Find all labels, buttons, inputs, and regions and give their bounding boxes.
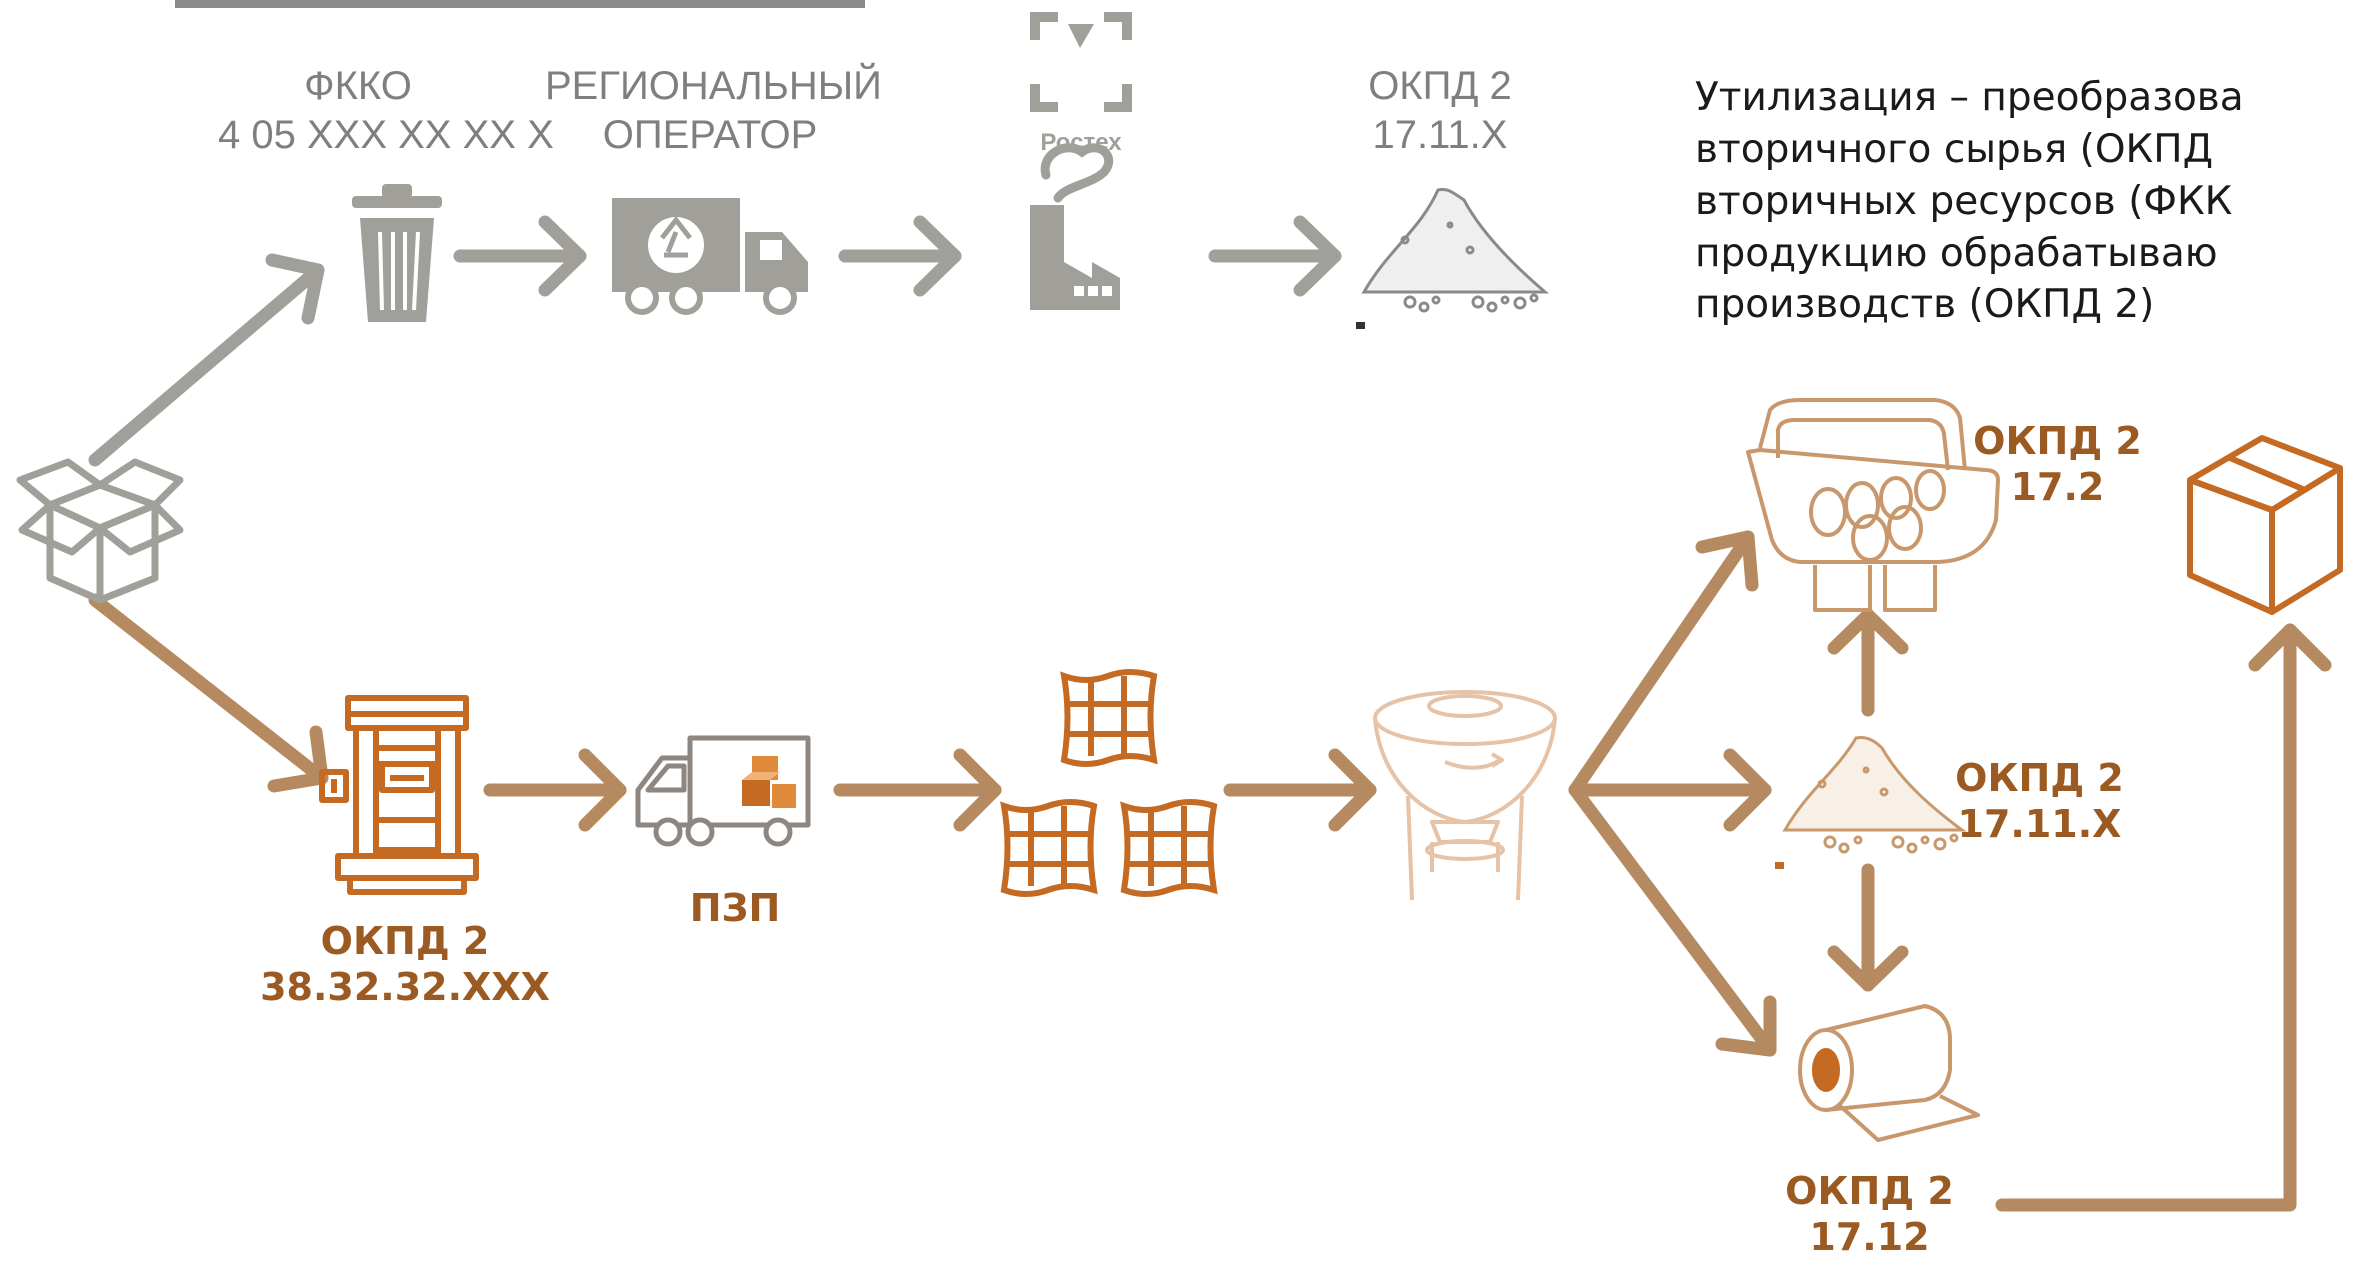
fkko-label: ФККО 4 05 XXX XX XX X bbox=[218, 62, 554, 160]
arrow-operator-to-rostec bbox=[838, 215, 962, 297]
fkko-title: ФККО bbox=[304, 64, 412, 108]
pulp-pile-icon bbox=[1361, 188, 1550, 313]
pulp-pile-icon bbox=[1782, 736, 1967, 854]
description-line-4: продукцию обрабатываю bbox=[1695, 230, 2218, 276]
pulp-okpd-title: ОКПД 2 bbox=[1955, 756, 2124, 800]
press-machine-icon bbox=[319, 695, 479, 895]
operator-label: РЕГИОНАЛЬНЫЙ ОПЕРАТОР bbox=[545, 62, 882, 160]
tray-okpd-title: ОКПД 2 bbox=[1973, 419, 2142, 463]
roll-okpd-code: 17.12 bbox=[1809, 1215, 1930, 1260]
rostec-factory-icon bbox=[1030, 143, 1120, 310]
truck-cargo-boxes-icon bbox=[742, 756, 796, 808]
roll-okpd-label: ОКПД 2 17.12 bbox=[1782, 1168, 1957, 1261]
tray-okpd-label: ОКПД 2 17.2 bbox=[1970, 418, 2145, 511]
arrow-rostec-to-pulp bbox=[1208, 215, 1342, 297]
paper-roll-icon bbox=[1798, 1004, 1980, 1142]
arrow-to-trash bbox=[88, 253, 325, 467]
utilization-description: Утилизация – преобразова вторичного сырь… bbox=[1695, 72, 2355, 331]
top-okpd-label: ОКПД 2 17.11.X bbox=[1340, 62, 1540, 160]
press-okpd-title: ОКПД 2 bbox=[320, 919, 490, 963]
arrow-roll-to-package bbox=[1995, 623, 2332, 1212]
top-okpd-title: ОКПД 2 bbox=[1368, 64, 1512, 108]
garbage-truck-icon bbox=[612, 198, 808, 315]
pulp-okpd-label: ОКПД 2 17.11.X bbox=[1952, 755, 2127, 848]
pzp-label: ПЗП bbox=[680, 885, 790, 931]
roll-okpd-title: ОКПД 2 bbox=[1785, 1169, 1954, 1213]
description-line-3: вторичных ресурсов (ФКК bbox=[1695, 178, 2233, 224]
press-okpd-code: 38.32.32.XXX bbox=[260, 965, 550, 1010]
arrow-pulper-to-roll bbox=[1568, 783, 1777, 1057]
arrow-pulp-to-tray bbox=[1827, 608, 1909, 717]
arrow-bales-to-pulper bbox=[1223, 748, 1377, 832]
pulper-icon bbox=[1373, 690, 1557, 901]
top-okpd-code: 17.11.X bbox=[1372, 112, 1508, 157]
operator-line2: ОПЕРАТОР bbox=[602, 112, 818, 157]
bale-top bbox=[1060, 669, 1158, 767]
egg-tray-icon bbox=[1746, 398, 2000, 612]
tray-okpd-code: 17.2 bbox=[2010, 465, 2105, 510]
arrow-to-press bbox=[88, 593, 329, 793]
arrow-pulper-to-tray bbox=[1568, 530, 1759, 797]
bale-left bbox=[1000, 799, 1098, 897]
arrow-pulper-to-pulp bbox=[1568, 748, 1772, 832]
package-box-icon bbox=[2187, 435, 2343, 615]
arrow-press-to-truck bbox=[483, 748, 627, 832]
fkko-code: 4 05 XXX XX XX X bbox=[218, 112, 554, 157]
description-line-2: вторичного сырья (ОКПД bbox=[1695, 126, 2214, 172]
pulp-okpd-code: 17.11.X bbox=[1957, 802, 2122, 847]
pulp-pile-marker bbox=[1775, 862, 1784, 869]
trash-can-icon bbox=[352, 184, 442, 322]
bales-icon bbox=[1000, 669, 1218, 897]
delivery-truck-icon bbox=[635, 735, 811, 847]
rostec-logo-icon bbox=[1030, 12, 1132, 112]
arrow-trash-to-operator bbox=[453, 215, 587, 297]
description-line-5: производств (ОКПД 2) bbox=[1695, 282, 2155, 328]
arrow-truck-to-bales bbox=[833, 748, 1002, 832]
box-icon bbox=[16, 458, 184, 604]
operator-line1: РЕГИОНАЛЬНЫЙ bbox=[545, 64, 882, 108]
pzp-text: ПЗП bbox=[689, 886, 781, 930]
description-line-1: Утилизация – преобразова bbox=[1695, 75, 2244, 120]
pulp-pile-marker bbox=[1356, 322, 1365, 329]
bale-right bbox=[1120, 799, 1218, 897]
cropped-heading-fragment bbox=[175, 0, 865, 8]
press-okpd-label: ОКПД 2 38.32.32.XXX bbox=[230, 918, 580, 1011]
arrow-pulp-to-roll bbox=[1827, 863, 1909, 992]
